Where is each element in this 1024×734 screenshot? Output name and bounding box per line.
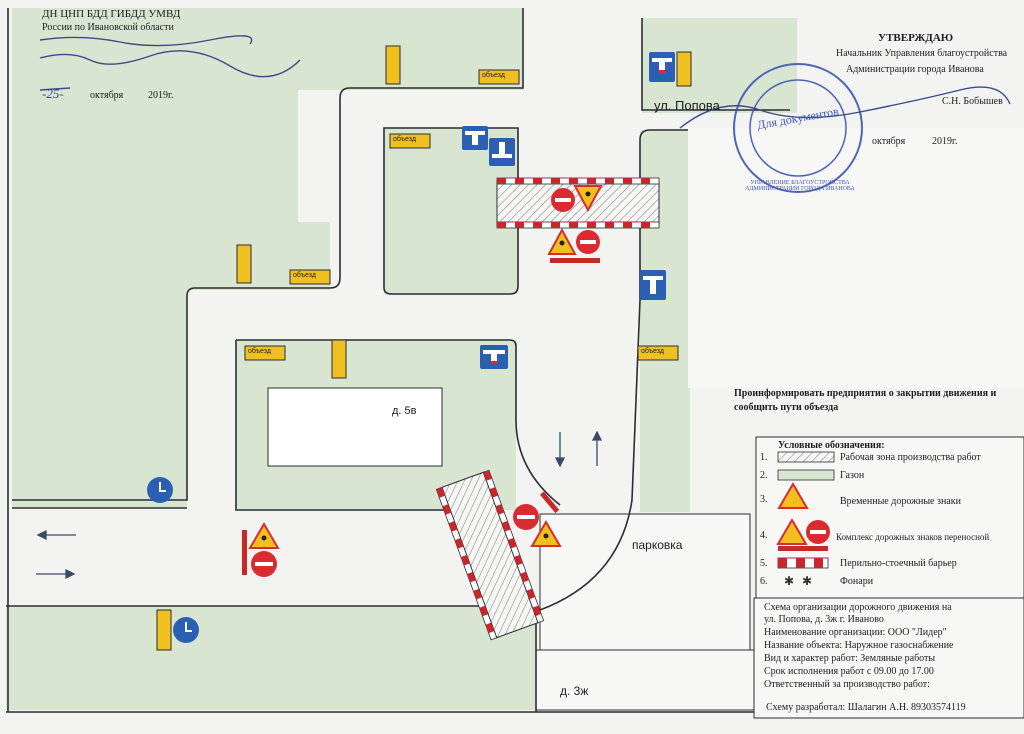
scheme-info-line: Наименование организации: ООО "Лидер" (764, 627, 947, 638)
detour-sign (289, 269, 331, 285)
building-5v-label: д. 5в (392, 405, 417, 417)
no-entry-sign-icon (513, 504, 539, 530)
building-3zh-label: д. 3ж (560, 684, 589, 698)
detour-sign-label: объезд (641, 348, 664, 355)
building-5v (267, 387, 443, 467)
legend-item-label: Временные дорожные знаки (840, 496, 961, 507)
detour-sign-label: объезд (393, 136, 416, 143)
svg-text:✱: ✱ (802, 574, 812, 588)
scheme-developer: Схему разработал: Шалагин А.Н. 893035741… (766, 702, 966, 713)
clock-sign-icon (173, 617, 199, 643)
notice-line2: сообщить пути объезда (734, 402, 839, 413)
legend-item-label: Комплекс дорожных знаков переносной (836, 532, 990, 542)
lawn-area (12, 222, 187, 507)
dead-end-sign-icon (649, 52, 675, 82)
legend-title: Условные обозначения: (778, 440, 885, 451)
approval-position-line2: Администрации города Иванова (846, 64, 984, 75)
street-label: ул. Попова (654, 98, 720, 113)
dead-end-sign-icon (489, 138, 515, 166)
legend-item-num: 3. (760, 494, 768, 505)
roadwork-sign-icon (248, 522, 280, 549)
dead-end-sign-icon (462, 126, 488, 150)
approval-date-year: 2019г. (932, 136, 958, 147)
work-zone-diagonal (435, 469, 545, 641)
detour-sign-vertical (676, 51, 692, 87)
parking-area (539, 513, 751, 651)
detour-sign-vertical (385, 45, 401, 85)
dead-end-sign-icon (480, 345, 508, 369)
legend-item-label: Фонари (840, 576, 874, 587)
approval-name: С.Н. Бобышев (942, 96, 1003, 107)
building-3zh (535, 649, 755, 711)
signature-scribbles (39, 35, 1011, 129)
legend-swatches: ✱✱ (776, 451, 835, 588)
dead-end-sign-icon (640, 270, 666, 300)
no-entry-sign-icon (251, 551, 277, 577)
legend-item-label: Газон (840, 470, 865, 481)
detour-sign (478, 69, 520, 85)
legend-item-num: 5. (760, 558, 768, 569)
approval-stamp (733, 63, 863, 193)
detour-sign-label: объезд (293, 272, 316, 279)
roadwork-sign-icon (573, 185, 603, 213)
legend-box (755, 436, 1024, 600)
detour-sign-label: объезд (248, 348, 271, 355)
legend-item-num: 4. (760, 530, 768, 541)
scheme-info-line: ул. Попова, д. 3ж г. Иваново (764, 614, 884, 625)
detour-sign (637, 345, 679, 361)
no-entry-sign-icon (551, 188, 575, 212)
header-org-line1: ДН ЦНП БДД ГИБДД УМВД (42, 8, 181, 20)
approval-position-line1: Начальник Управления благоустройства (836, 48, 1008, 59)
approval-title: УТВЕРЖДАЮ (878, 32, 954, 44)
legend-item-label: Перильно-стоечный барьер (840, 558, 957, 569)
clock-sign-icon (147, 477, 173, 503)
header-date-month: октября (90, 90, 124, 101)
scheme-info-line: Ответственный за производство работ: (764, 679, 930, 690)
parking-label: парковка (632, 538, 683, 552)
lawn-area (6, 606, 536, 710)
scheme-info-line: Схема организации дорожного движения на (764, 602, 952, 613)
svg-text:✱: ✱ (784, 574, 794, 588)
legend-item-num: 2. (760, 470, 768, 481)
no-entry-sign-icon (576, 230, 600, 254)
traffic-arrows (36, 430, 603, 580)
detour-sign-vertical (156, 609, 172, 651)
detour-sign-vertical (331, 339, 347, 379)
legend-item-num: 6. (760, 576, 768, 587)
roadwork-sign-icon (547, 227, 577, 255)
header-org-line2: России по Ивановской области (42, 22, 174, 33)
scheme-info-line: Вид и характер работ: Земляные работы (764, 653, 936, 664)
stamp-ring-text: УПРАВЛЕНИЕ БЛАГОУСТРОЙСТВА АДМИНИСТРАЦИИ… (745, 180, 855, 192)
roadwork-sign-icon (530, 520, 562, 547)
detour-sign-label: объезд (482, 72, 505, 79)
detour-sign (389, 133, 431, 149)
scheme-info-line: Срок исполнения работ с 09.00 до 17.00 (764, 666, 934, 677)
detour-sign (244, 345, 286, 361)
approval-date-month: октября (872, 136, 906, 147)
scheme-info-box (753, 597, 1024, 719)
header-date-year: 2019г. (148, 90, 174, 101)
detour-sign-vertical (236, 244, 252, 284)
legend-item-label: Рабочая зона производства работ (840, 452, 981, 463)
scheme-info-line: Название объекта: Наружное газоснабжение (764, 640, 954, 651)
legend-item-num: 1. (760, 452, 768, 463)
notice-line1: Проинформировать предприятия о закрытии … (734, 388, 997, 399)
header-date-day: -25- (42, 86, 64, 101)
